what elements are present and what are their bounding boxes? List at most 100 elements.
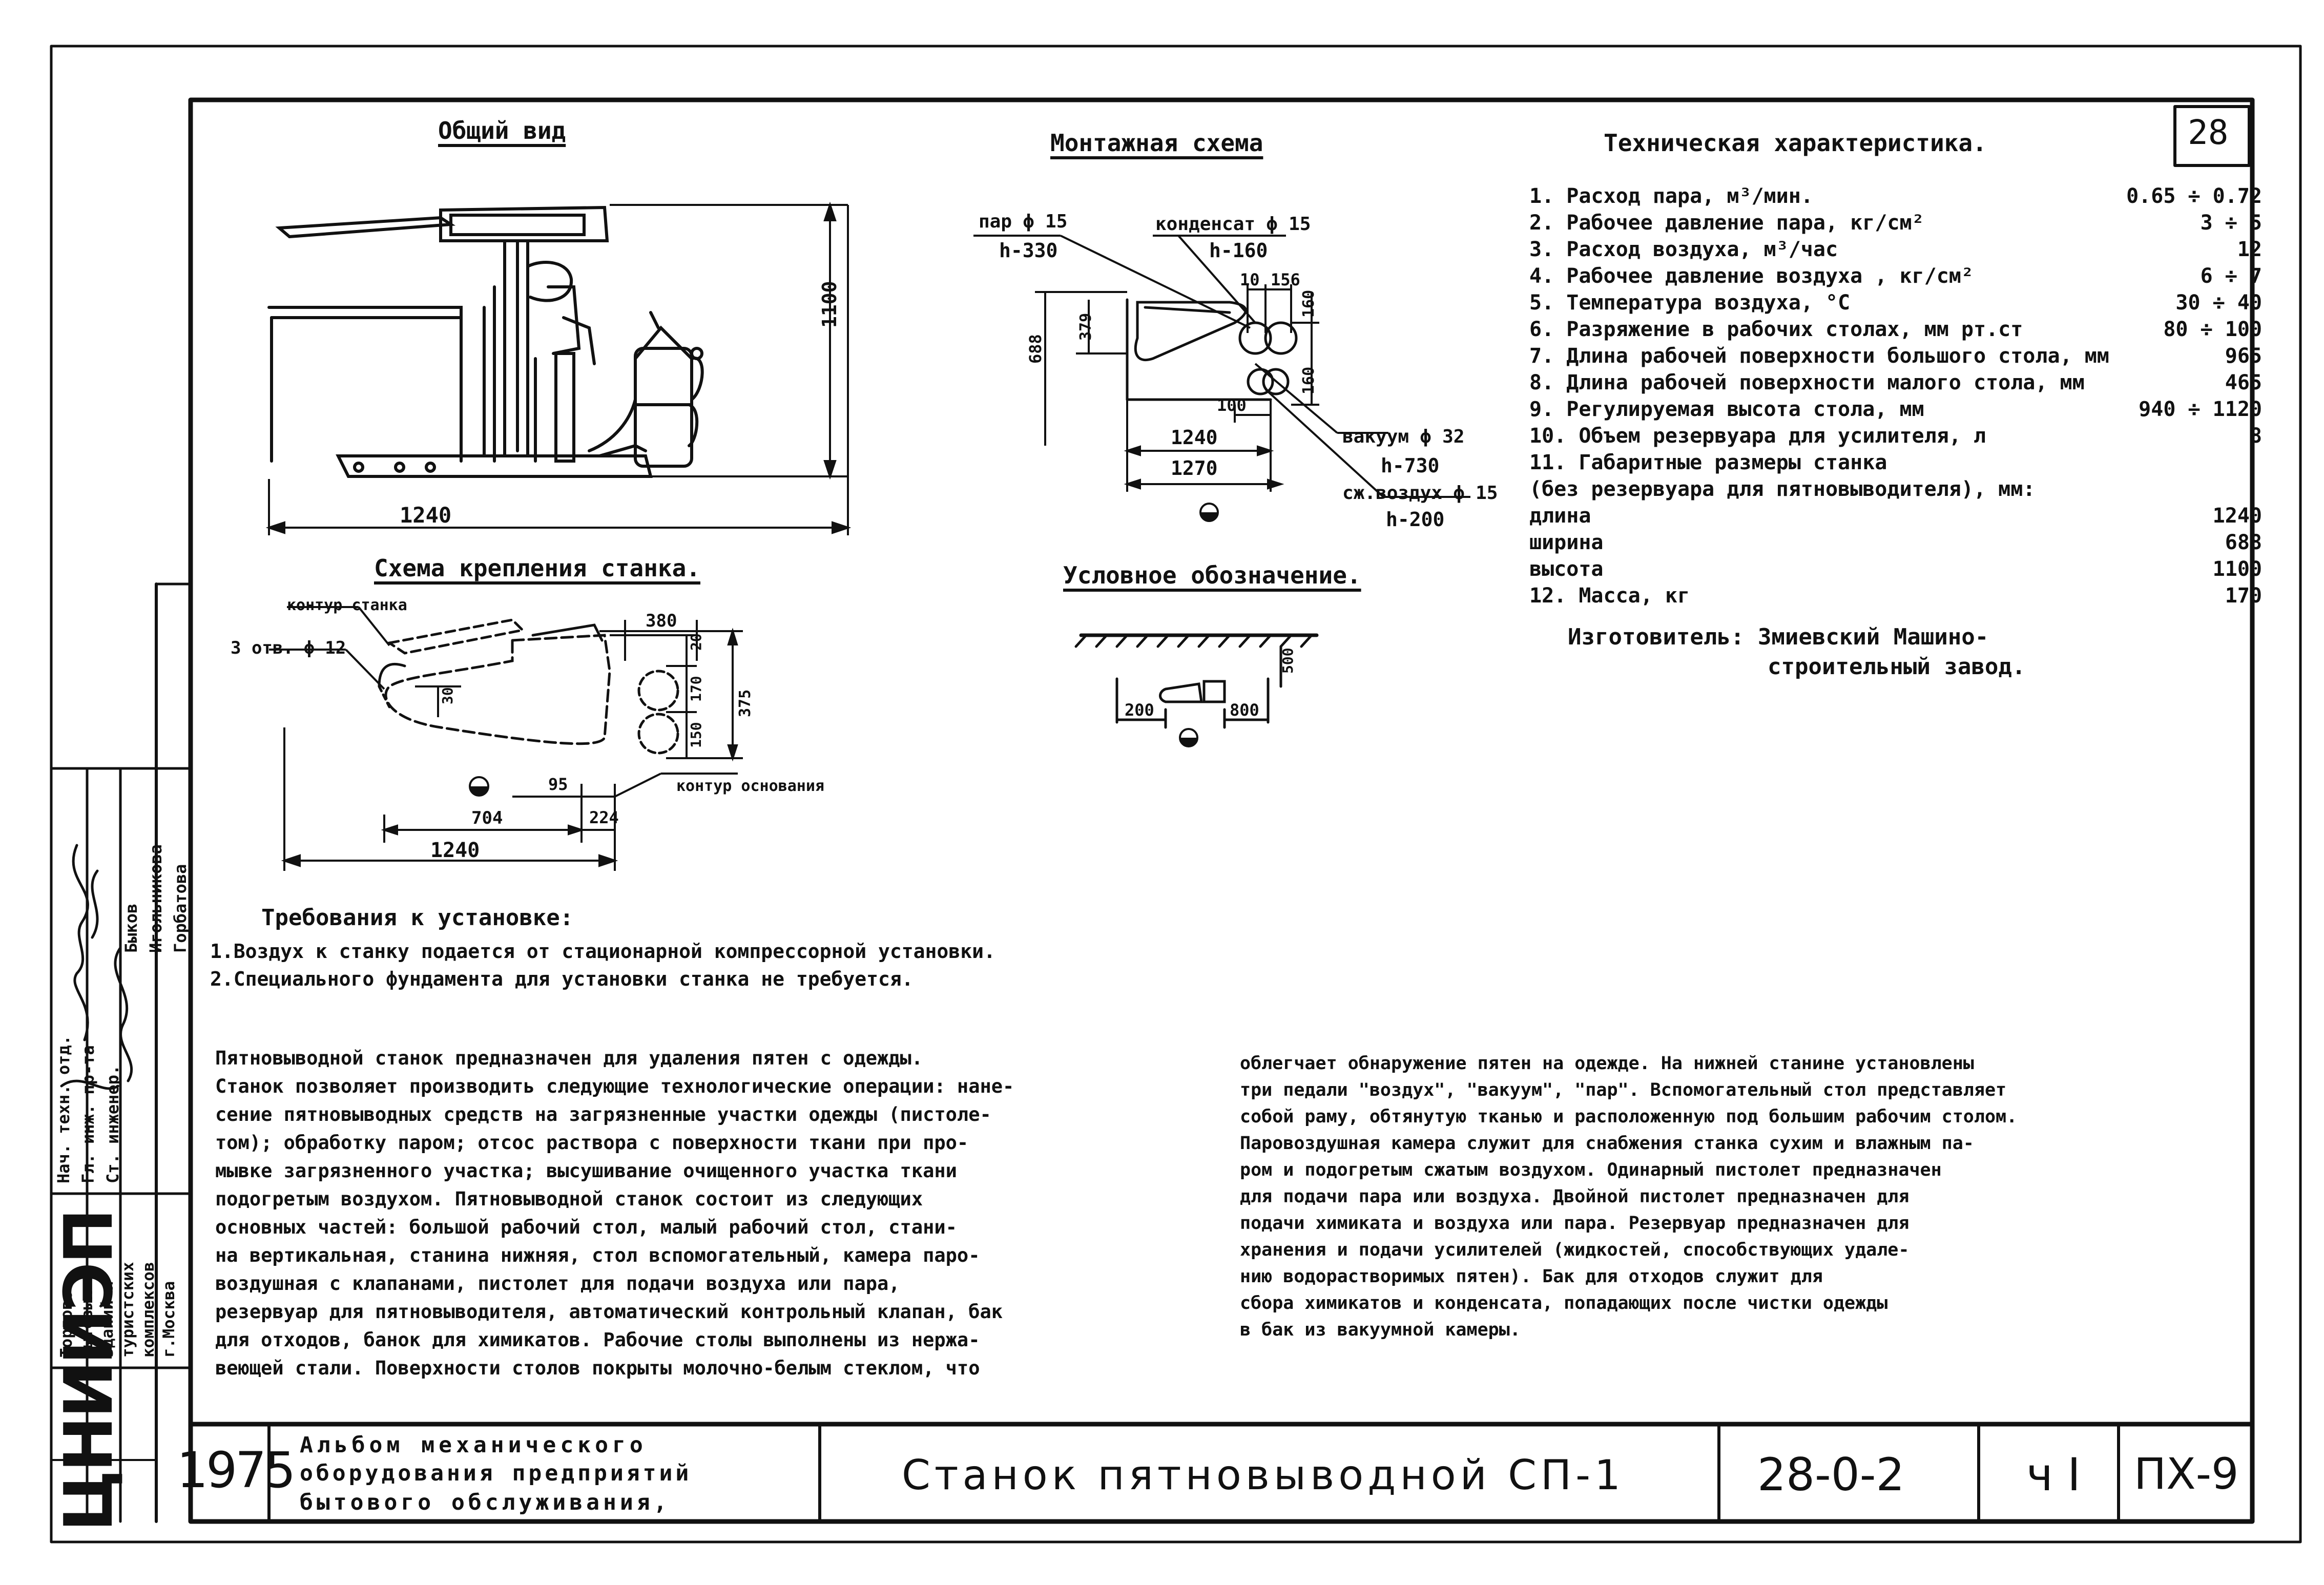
symbol-dim-800: 800 bbox=[1230, 700, 1259, 720]
mounting-cg-symbol bbox=[1199, 503, 1219, 522]
stamp-role-2: Гл. инж. пр-та bbox=[78, 1045, 98, 1183]
fix-dim-30: 30 bbox=[439, 687, 456, 704]
sheet-number-box bbox=[2173, 105, 2251, 167]
spec-value: 170 bbox=[2225, 584, 2262, 608]
vacuum-pipe-label: вакуум ϕ 32 bbox=[1342, 426, 1465, 447]
description-line: ром и подогретым сжатым воздухом. Одинар… bbox=[1240, 1160, 1942, 1180]
mount-dim-1270: 1270 bbox=[1171, 457, 1218, 479]
spec-label: 5. Температура воздуха, °С bbox=[1529, 291, 1851, 315]
vacuum-pipe-height: h-730 bbox=[1381, 454, 1440, 477]
general-view-machine bbox=[267, 205, 704, 478]
requirement-1: 1.Воздух к станку подается от стационарн… bbox=[210, 940, 995, 963]
contour-base-label: контур основания bbox=[676, 777, 824, 795]
fix-dim-380: 380 bbox=[646, 611, 677, 631]
symbol-dim-200: 200 bbox=[1125, 700, 1154, 720]
mounting-scheme-outline bbox=[1126, 298, 1298, 401]
stamp-name-2: Игольникова bbox=[146, 844, 165, 953]
spec-label: высота bbox=[1529, 557, 1604, 581]
spec-label: 10. Объем резервуара для усилителя, л bbox=[1529, 424, 1986, 448]
stamp-org-5: комплексов bbox=[139, 1262, 158, 1358]
mount-dim-379: 379 bbox=[1077, 312, 1095, 341]
signatures bbox=[60, 844, 133, 1090]
spec-label: 8. Длина рабочей поверхности малого стол… bbox=[1529, 371, 2085, 394]
fix-dim-150: 150 bbox=[688, 722, 704, 748]
stamp-name-1: Быков bbox=[121, 903, 141, 953]
spec-value: 12 bbox=[2237, 238, 2262, 261]
description-line: подачи химиката и воздуха или пара. Резе… bbox=[1240, 1213, 1910, 1234]
contour-machine-label: контур станка bbox=[287, 596, 407, 614]
spec-label: 11. Габаритные размеры станка bbox=[1529, 451, 1887, 474]
steam-pipe-label: пар ϕ 15 bbox=[979, 211, 1068, 232]
description-line: основных частей: большой рабочий стол, м… bbox=[215, 1216, 957, 1238]
sheet-code: ПХ-9 bbox=[2134, 1449, 2239, 1499]
steam-pipe-height: h-330 bbox=[999, 239, 1058, 262]
symbol-dim-500: 500 bbox=[1279, 648, 1296, 674]
spec-row: 3. Расход воздуха, м³/час 12 bbox=[1529, 238, 2262, 264]
description-line: Станок позволяет производить следующие т… bbox=[215, 1075, 1014, 1097]
inner-frame bbox=[188, 97, 2255, 1524]
spec-row: 7. Длина рабочей поверхности большого ст… bbox=[1529, 344, 2262, 371]
condensate-pipe-height: h-160 bbox=[1209, 239, 1268, 262]
fixing-cg-symbol bbox=[469, 776, 489, 797]
spec-label: 3. Расход воздуха, м³/час bbox=[1529, 238, 1838, 261]
mounting-scheme-title: Монтажная схема bbox=[1050, 129, 1263, 157]
fixing-scheme-title: Схема крепления станка. bbox=[374, 554, 700, 582]
spec-label: 12. Масса, кг bbox=[1529, 584, 1690, 608]
stamp-role-1: Нач. техн. отд. bbox=[54, 1035, 73, 1183]
fix-dim-704: 704 bbox=[471, 808, 503, 828]
condensate-pipe-label: конденсат ϕ 15 bbox=[1155, 214, 1311, 235]
stamp-names: Быков Игольникова Горбатова bbox=[121, 748, 190, 953]
mount-dim-156: 156 bbox=[1271, 270, 1300, 289]
holes-label: 3 отв. ϕ 12 bbox=[231, 638, 346, 658]
description-line: Пятновыводной станок предназначен для уд… bbox=[215, 1047, 923, 1069]
description-line: сение пятновыводных средств на загрязнен… bbox=[215, 1103, 991, 1125]
spec-label: (без резервуара для пятновыводителя), мм… bbox=[1529, 477, 2036, 501]
mount-dim-100: 100 bbox=[1217, 395, 1247, 415]
description-left: Пятновыводной станок предназначен для уд… bbox=[215, 1044, 1014, 1382]
spec-label: длина bbox=[1529, 504, 1591, 528]
spec-value: 688 bbox=[2225, 531, 2262, 554]
spec-row: высота 1100 bbox=[1529, 557, 2262, 584]
spec-row: 6. Разряжение в рабочих столах, мм рт.ст… bbox=[1529, 318, 2262, 344]
stamp-roles: Нач. техн. отд. Гл. инж. пр-та Ст. инжен… bbox=[54, 774, 122, 1183]
spec-value: 1240 bbox=[2212, 504, 2262, 528]
description-line: собой раму, обтянутую тканью и расположе… bbox=[1240, 1107, 2018, 1127]
sheet-number: 28 bbox=[2188, 113, 2229, 152]
description-line: Паровоздушная камера служит для снабжени… bbox=[1240, 1133, 1974, 1154]
spec-value: 1100 bbox=[2212, 557, 2262, 581]
fixing-scheme-outline bbox=[378, 618, 679, 755]
fix-dim-375: 375 bbox=[736, 689, 754, 717]
spec-row: 1. Расход пара, м³/мин.0.65 ÷ 0.72 bbox=[1529, 184, 2262, 211]
spec-value: 80 ÷ 100 bbox=[2163, 318, 2262, 341]
spec-label: 6. Разряжение в рабочих столах, мм рт.ст bbox=[1529, 318, 2023, 341]
spec-row: (без резервуара для пятновыводителя), мм… bbox=[1529, 477, 2262, 504]
mount-dim-688: 688 bbox=[1026, 334, 1045, 364]
stamp-role-3: Ст. инженер. bbox=[103, 1065, 122, 1183]
drawing-code: 28-0-2 bbox=[1757, 1448, 1905, 1501]
mount-dim-10: 10 bbox=[1240, 270, 1260, 289]
general-view-title: Общий вид bbox=[438, 117, 566, 144]
description-line: сбора химикатов и конденсата, попадающих… bbox=[1240, 1293, 1888, 1313]
institute-logo: ЦНИИЭП bbox=[50, 1210, 128, 1532]
description-line: воздушная с клапанами, пистолет для пода… bbox=[215, 1273, 900, 1295]
manufacturer-line2: строительный завод. bbox=[1768, 654, 2026, 680]
spec-row: длина 1240 bbox=[1529, 504, 2262, 531]
title-year: 1975 bbox=[177, 1442, 296, 1499]
general-dim-width: 1240 bbox=[400, 503, 452, 528]
spec-value: 0.65 ÷ 0.72 bbox=[2126, 184, 2262, 208]
description-line: для подачи пара или воздуха. Двойной пис… bbox=[1240, 1186, 1910, 1207]
description-line: веющей стали. Поверхности столов покрыты… bbox=[215, 1357, 980, 1379]
spec-value: 3 ÷ 5 bbox=[2200, 211, 2262, 235]
symbol-cg bbox=[1179, 728, 1198, 747]
album-part: ч I bbox=[2026, 1448, 2081, 1501]
requirements-title: Требования к установке: bbox=[261, 905, 574, 931]
spec-row: 11. Габаритные размеры станка bbox=[1529, 451, 2262, 477]
description-line: облегчает обнаружение пятен на одежде. Н… bbox=[1240, 1053, 1974, 1074]
